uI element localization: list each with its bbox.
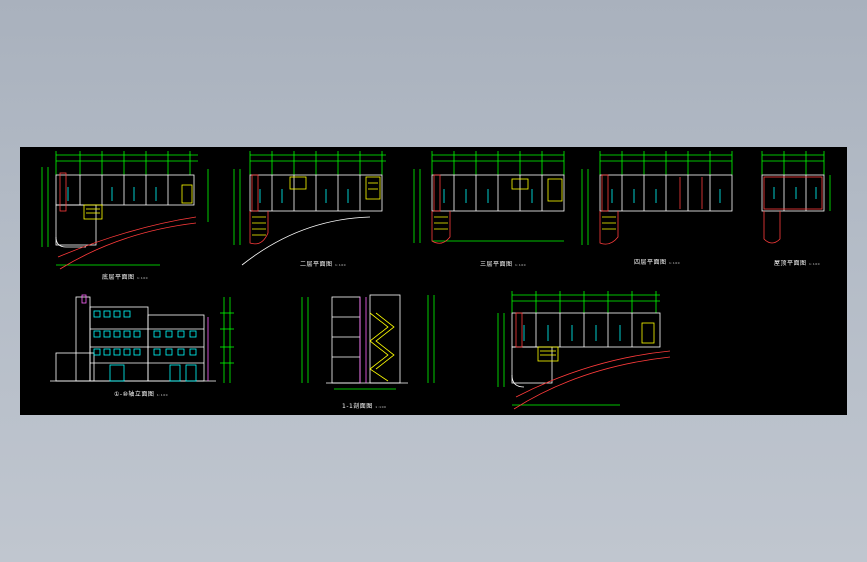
fourth-floor-plan-label: 四层平面图 <box>634 259 667 266</box>
third-floor-plan-title: 三层平面图 1:100 <box>480 261 526 269</box>
ground-floor-walls <box>55 174 195 248</box>
elevation-windows <box>93 310 197 382</box>
second-floor-plan-label: 二层平面图 <box>300 261 333 268</box>
third-floor-plan-label: 三层平面图 <box>480 261 513 268</box>
roof-plan-scale: 1:100 <box>808 262 821 266</box>
second-floor-plan-drawing <box>233 151 386 266</box>
fourth-floor-plan-scale: 1:100 <box>668 261 681 265</box>
section-stair-flights <box>369 312 395 382</box>
ground-floor-plan-title: 底层平面图 1:100 <box>102 274 148 282</box>
ground-floor-stairs <box>83 184 193 220</box>
ground-floor-plan-scale: 1:100 <box>136 276 149 280</box>
fourth-floor-plan-drawing <box>581 151 733 245</box>
ground-floor-curved-wall <box>57 172 197 270</box>
elevation-label: ①-⑩轴立面图 <box>114 391 155 398</box>
ground-floor-plan-drawing <box>41 151 209 270</box>
second-floor-plan-title: 二层平面图 1:100 <box>300 261 346 269</box>
site-plan-drawing <box>497 291 671 410</box>
third-floor-plan-scale: 1:100 <box>514 263 527 267</box>
elevation-scale: 1:100 <box>156 393 169 397</box>
fourth-floor-plan-title: 四层平面图 1:100 <box>634 259 680 267</box>
ground-floor-doors <box>67 187 157 201</box>
roof-plan-label: 屋顶平面图 <box>774 260 807 267</box>
section-label: 1-1剖面图 <box>342 403 373 410</box>
elevation-title: ①-⑩轴立面图 1:100 <box>114 391 168 399</box>
roof-plan-title: 屋顶平面图 1:100 <box>774 260 820 268</box>
elevation-drawing <box>50 294 234 383</box>
roof-plan-drawing <box>761 151 831 244</box>
section-title: 1-1剖面图 1:100 <box>342 403 386 411</box>
cad-drawing-canvas[interactable]: 底层平面图 1:100 二层平面图 1:100 三层平面图 1:100 四层平面… <box>20 147 847 415</box>
ground-floor-dimensions <box>41 151 209 266</box>
section-scale: 1:100 <box>375 405 387 409</box>
cad-linework <box>41 151 831 410</box>
second-floor-plan-scale: 1:100 <box>334 263 347 267</box>
section-drawing <box>301 294 435 390</box>
third-floor-plan-drawing <box>413 151 565 244</box>
ground-floor-plan-label: 底层平面图 <box>102 274 135 281</box>
